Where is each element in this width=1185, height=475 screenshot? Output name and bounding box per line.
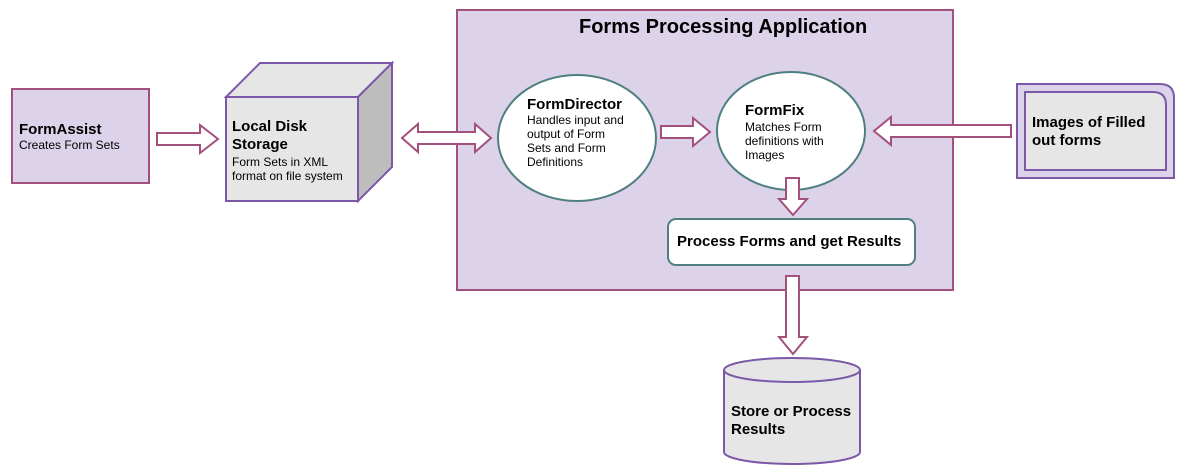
- formfix-title: FormFix: [745, 102, 805, 119]
- app-title: Forms Processing Application: [579, 16, 868, 38]
- arrow-formdirector-to-formfix: [660, 115, 712, 149]
- formassist-box: [11, 88, 150, 184]
- images-box: [1016, 83, 1175, 179]
- arrow-disk-formdirector: [400, 121, 493, 155]
- local-disk-title: Local Disk Storage: [232, 118, 308, 153]
- formassist-desc: Creates Form Sets: [19, 138, 120, 152]
- store-title: Store or Process Results: [731, 403, 852, 438]
- formdirector-ellipse: [497, 74, 657, 202]
- formdirector-desc: Handles input and output of Form Sets an…: [527, 113, 624, 169]
- formfix-desc: Matches Form definitions with Images: [745, 120, 824, 162]
- arrow-images-to-formfix: [872, 114, 1012, 148]
- formassist-title: FormAssist: [19, 121, 102, 138]
- process-title: Process Forms and get Results: [677, 233, 902, 250]
- local-disk-cube: [223, 60, 395, 204]
- formdirector-title: FormDirector: [527, 96, 623, 113]
- images-title: Images of Filled out forms: [1032, 114, 1146, 149]
- arrow-process-to-store: [776, 275, 810, 356]
- store-cylinder: [723, 357, 861, 465]
- process-box: [667, 218, 916, 266]
- arrow-formfix-to-process: [776, 177, 810, 217]
- arrow-formassist-to-disk: [156, 122, 220, 156]
- local-disk-desc: Form Sets in XML format on file system: [232, 155, 343, 183]
